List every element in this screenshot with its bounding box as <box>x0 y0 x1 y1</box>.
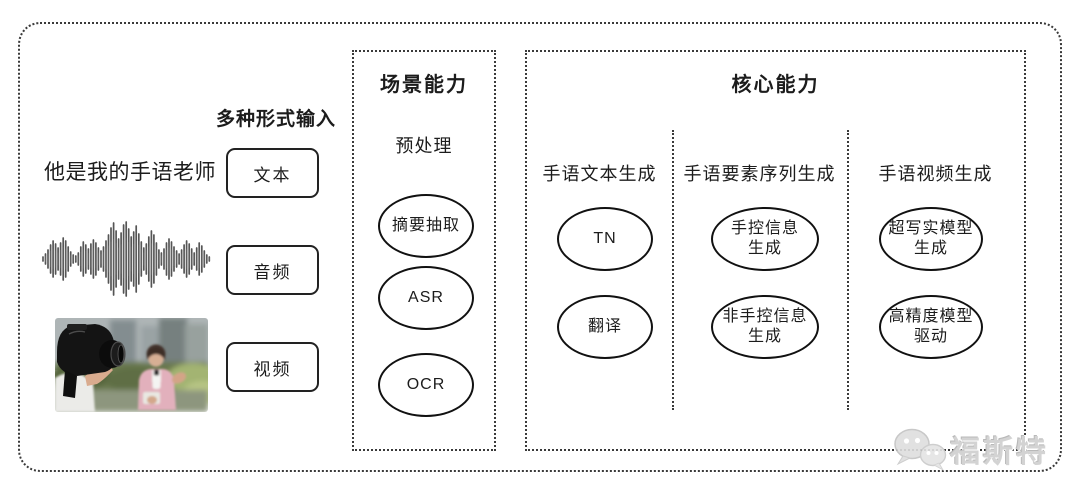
audio-waveform-icon <box>42 221 211 297</box>
scene-capability-panel: 场景能力 预处理 摘要抽取 ASR OCR <box>352 50 496 451</box>
preprocess-label: 预处理 <box>395 136 453 156</box>
column-divider <box>847 130 849 410</box>
input-type-text-label: 文本 <box>253 165 292 185</box>
watermark: 福斯特 <box>892 426 1049 472</box>
node-ocr: OCR <box>378 353 474 417</box>
input-type-audio-box: 音频 <box>226 245 319 295</box>
node-summary-extraction: 摘要抽取 <box>378 194 474 258</box>
column-header-element-sequence-generation: 手语要素序列生成 <box>683 164 836 184</box>
input-section-title: 多种形式输入 <box>215 109 336 130</box>
node-manual-info-generation: 手控信息 生成 <box>711 207 819 271</box>
node-asr: ASR <box>378 266 474 330</box>
reporter-photo-image <box>55 318 208 412</box>
input-type-text-box: 文本 <box>226 148 319 198</box>
node-hyperrealistic-model-generation: 超写实模型 生成 <box>879 207 983 271</box>
node-non-manual-info-generation: 非手控信息 生成 <box>711 295 819 359</box>
input-type-video-box: 视频 <box>226 342 319 392</box>
watermark-text: 福斯特 <box>950 436 1049 469</box>
column-header-video-generation: 手语视频生成 <box>878 164 993 184</box>
scene-panel-title: 场景能力 <box>380 74 468 96</box>
node-tn: TN <box>557 207 653 271</box>
column-divider <box>672 130 674 410</box>
column-header-text-generation: 手语文本生成 <box>542 164 657 184</box>
node-translation: 翻译 <box>557 295 653 359</box>
sample-sentence-text: 他是我的手语老师 <box>44 161 216 184</box>
wechat-bubbles-icon <box>894 428 947 472</box>
core-panel-title: 核心能力 <box>731 74 820 96</box>
input-type-video-label: 视频 <box>253 359 292 379</box>
node-high-precision-model-driving: 高精度模型 驱动 <box>879 295 983 359</box>
outer-dotted-border <box>18 22 1062 472</box>
core-capability-panel: 核心能力 手语文本生成 手语要素序列生成 手语视频生成 TN 翻译 手控信息 生… <box>525 50 1026 451</box>
input-type-audio-label: 音频 <box>253 262 292 282</box>
